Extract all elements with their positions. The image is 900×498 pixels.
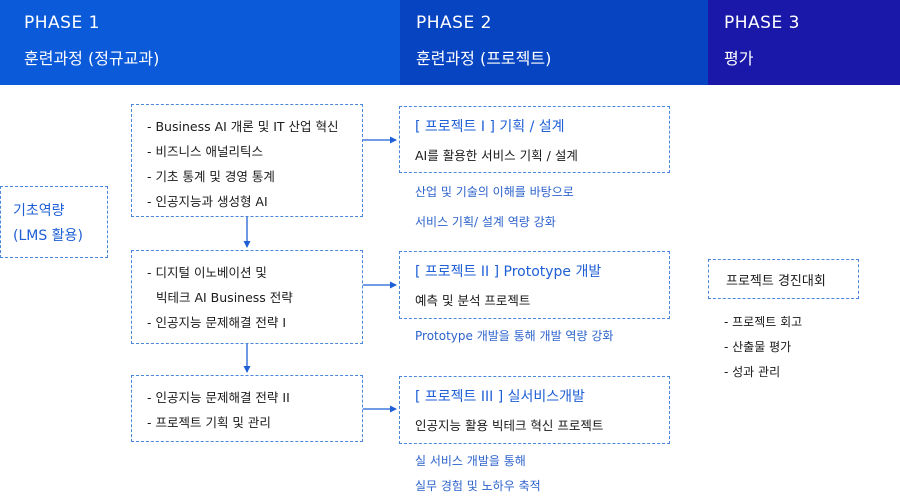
phase-1-title: PHASE 1 — [24, 13, 100, 33]
evaluation-item: - 산출물 평가 — [724, 340, 792, 354]
project-title: [ 프로젝트 II ] Prototype 개발 — [415, 264, 602, 280]
project-note-line: 산업 및 기술의 이해를 바탕으로 — [415, 185, 574, 199]
project-note-line: Prototype 개발을 통해 개발 역량 강화 — [415, 329, 614, 343]
project-note-line: 실 서비스 개발을 통해 — [415, 454, 526, 468]
evaluation-item: - 성과 관리 — [724, 365, 781, 379]
evaluation-item: - 프로젝트 회고 — [724, 315, 803, 329]
course-box-1: - Business AI 개론 및 IT 산업 혁신 - 비즈니스 애널리틱스… — [131, 104, 363, 217]
project-box-1: [ 프로젝트 I ] 기획 / 설계 AI를 활용한 서비스 기획 / 설계 — [399, 106, 670, 173]
course-item: - 인공지능 문제해결 전략 I — [147, 315, 287, 330]
course-item: - 디지털 이노베이션 및 — [147, 265, 267, 280]
basic-competency-box: 기초역량 (LMS 활용) — [0, 186, 108, 258]
phase-2-header: PHASE 2 훈련과정 (프로젝트) — [400, 0, 708, 85]
evaluation-list: - 프로젝트 회고 - 산출물 평가 - 성과 관리 — [724, 310, 802, 385]
phase-2-title: PHASE 2 — [416, 13, 492, 33]
project-note: 산업 및 기술의 이해를 바탕으로 서비스 기획/ 설계 역량 강화 — [415, 180, 574, 234]
course-item: - 프로젝트 기획 및 관리 — [147, 415, 271, 430]
project-note-line: 실무 경험 및 노하우 축적 — [415, 479, 541, 493]
project-title: [ 프로젝트 I ] 기획 / 설계 — [415, 119, 565, 135]
project-description: 예측 및 분석 프로젝트 — [415, 293, 531, 308]
project-note: 실 서비스 개발을 통해 실무 경험 및 노하우 축적 — [415, 449, 541, 498]
course-item: 빅테크 AI Business 전략 — [156, 290, 293, 305]
course-item: - 인공지능과 생성형 AI — [147, 194, 268, 209]
project-box-3: [ 프로젝트 III ] 실서비스개발 인공지능 활용 빅테크 혁신 프로젝트 — [399, 376, 670, 444]
project-description: AI를 활용한 서비스 기획 / 설계 — [415, 148, 578, 163]
course-box-2: - 디지털 이노베이션 및 빅테크 AI Business 전략 - 인공지능 … — [131, 250, 363, 344]
project-note: Prototype 개발을 통해 개발 역량 강화 — [415, 324, 613, 348]
phase-3-header: PHASE 3 평가 — [708, 0, 900, 85]
contest-title: 프로젝트 경진대회 — [726, 274, 826, 289]
project-box-2: [ 프로젝트 II ] Prototype 개발 예측 및 분석 프로젝트 — [399, 251, 670, 319]
phase-1-subtitle: 훈련과정 (정규교과) — [24, 49, 160, 68]
phase-1-header: PHASE 1 훈련과정 (정규교과) — [0, 0, 400, 85]
course-box-3: - 인공지능 문제해결 전략 II - 프로젝트 기획 및 관리 — [131, 375, 363, 442]
course-item: - 인공지능 문제해결 전략 II — [147, 390, 290, 405]
basic-competency-label: 기초역량 — [13, 203, 65, 219]
phase-3-title: PHASE 3 — [724, 13, 800, 33]
course-item: - 비즈니스 애널리틱스 — [147, 144, 263, 159]
project-note-line: 서비스 기획/ 설계 역량 강화 — [415, 215, 556, 229]
project-description: 인공지능 활용 빅테크 혁신 프로젝트 — [415, 418, 604, 433]
course-item: - Business AI 개론 및 IT 산업 혁신 — [147, 119, 339, 134]
phase-2-subtitle: 훈련과정 (프로젝트) — [416, 49, 552, 68]
phase-3-subtitle: 평가 — [724, 49, 754, 68]
basic-competency-lms: (LMS 활용) — [13, 228, 83, 244]
project-title: [ 프로젝트 III ] 실서비스개발 — [415, 389, 585, 405]
contest-box: 프로젝트 경진대회 — [708, 259, 859, 299]
course-item: - 기초 통계 및 경영 통계 — [147, 169, 275, 184]
